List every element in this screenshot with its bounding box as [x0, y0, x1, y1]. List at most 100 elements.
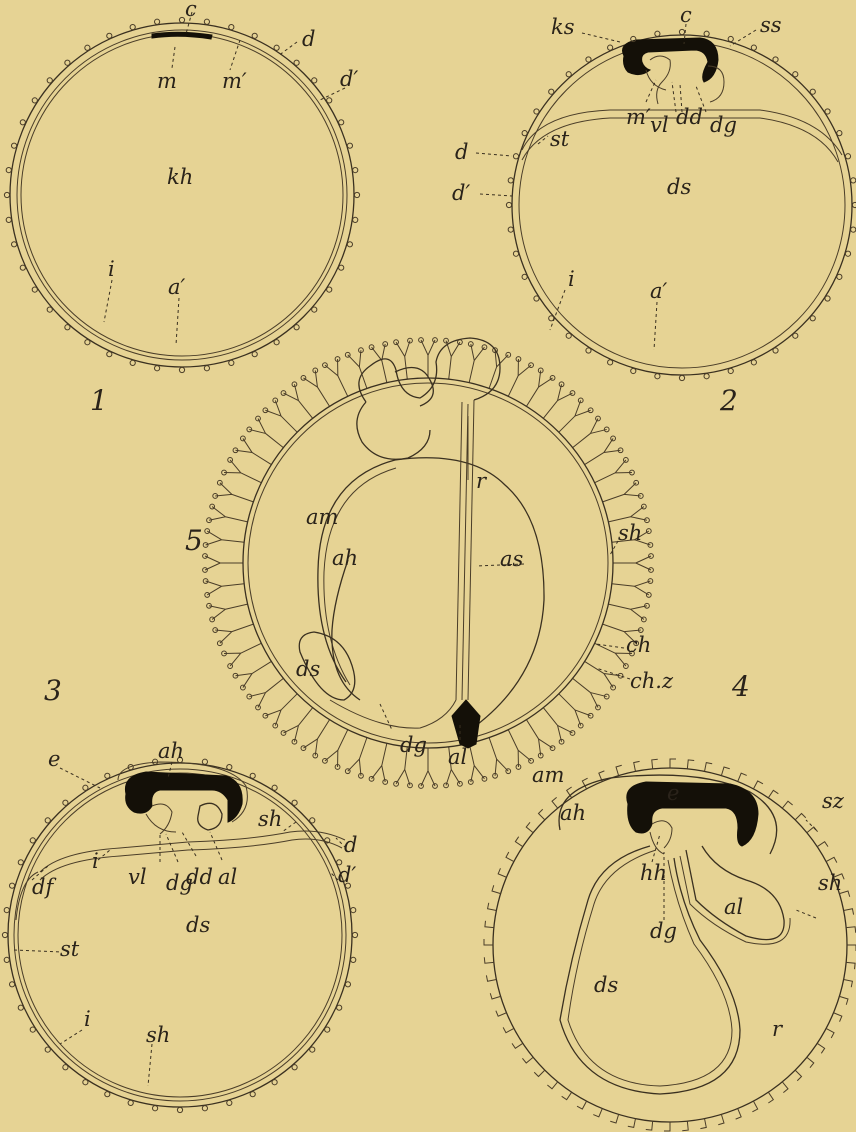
villus	[751, 360, 756, 365]
villus-hook	[490, 993, 500, 999]
villus-hook	[700, 1119, 706, 1129]
villus	[177, 1107, 182, 1112]
villus	[327, 287, 332, 292]
figure-3: ah e sh d d′ i df vl dg dd al ds st i sh…	[2, 674, 357, 1113]
villus-hook	[795, 813, 806, 819]
figure-3-leaders	[14, 762, 346, 1086]
figure-2-label-m-prime: m′	[626, 105, 651, 129]
figure-3-label-sh-bottom: sh	[146, 1023, 170, 1047]
villus-branch	[215, 624, 253, 643]
villus-branch	[559, 694, 591, 726]
figure-1-label-a-prime: a′	[168, 275, 186, 299]
villus	[825, 296, 830, 301]
villus-hook	[752, 1101, 757, 1112]
villus-hook	[753, 781, 763, 789]
villus-branch	[283, 384, 312, 418]
villus-branch	[325, 359, 348, 396]
villus-branch	[348, 738, 367, 776]
villus-hook	[484, 957, 494, 963]
villus	[773, 57, 778, 62]
villus	[6, 217, 11, 222]
villus	[105, 1092, 110, 1097]
villus-branch	[209, 507, 248, 522]
villus	[810, 316, 815, 321]
villus	[513, 154, 518, 159]
villus-branch	[303, 370, 329, 406]
villus-hook	[826, 857, 837, 862]
villus	[204, 19, 209, 24]
figure-5-label-dg: dg	[400, 733, 427, 757]
figure-1-number: 1	[90, 384, 108, 417]
villus	[586, 348, 591, 353]
villus	[9, 883, 14, 888]
villus	[655, 31, 660, 36]
figure-5-chorion-villi	[203, 338, 654, 789]
figure-4-label-am: am	[532, 763, 564, 787]
villus	[47, 307, 52, 312]
villus	[534, 296, 539, 301]
figure-3-outline	[2, 757, 357, 1112]
villus-branch	[265, 694, 297, 726]
figure-4-label-dg: dg	[650, 919, 677, 943]
villus	[655, 374, 660, 379]
villus	[30, 838, 35, 843]
villus-branch	[613, 556, 651, 570]
villus	[128, 1100, 133, 1105]
villus	[508, 178, 513, 183]
villus-hook	[705, 763, 713, 772]
figure-1-label-i: i	[108, 257, 115, 281]
figure-5-label-ds: ds	[296, 657, 320, 681]
villus-branch	[543, 384, 572, 418]
villus-hook	[718, 1114, 724, 1124]
villus	[793, 333, 798, 338]
villus	[534, 109, 539, 114]
villus-branch	[249, 418, 283, 447]
figure-3-label-d-prime: d′	[338, 863, 356, 887]
figure-4-villi	[484, 759, 856, 1131]
villus	[11, 143, 16, 148]
villus-hook	[616, 765, 622, 775]
villus-hook	[834, 1013, 842, 1022]
villus-hook	[526, 822, 533, 832]
villus	[345, 982, 350, 987]
villus-branch	[559, 400, 591, 432]
figure-2-label-st: st	[550, 127, 570, 151]
figure-3-label-ah: ah	[158, 739, 184, 763]
villus-hook	[646, 1121, 653, 1130]
villus	[337, 1005, 342, 1010]
villus	[522, 131, 527, 136]
figure-1: c d d′ m m′ kh i a′ 1	[4, 0, 359, 417]
villus	[352, 932, 357, 937]
villus	[825, 109, 830, 114]
villus-hook	[768, 1092, 773, 1103]
villus	[45, 1047, 50, 1052]
villus	[2, 932, 7, 937]
villus-hook	[847, 945, 856, 951]
villus	[45, 818, 50, 823]
figure-2-label-c: c	[680, 3, 692, 27]
villus-branch	[469, 344, 484, 383]
villus-hook	[492, 885, 501, 893]
villus-hook	[782, 1082, 788, 1093]
figure-1-label-c: c	[185, 0, 197, 21]
villus-branch	[573, 418, 607, 447]
villus	[227, 1100, 232, 1105]
villus	[83, 785, 88, 790]
villus-hook	[782, 801, 792, 808]
villus	[130, 360, 135, 365]
villus	[105, 773, 110, 778]
villus	[47, 78, 52, 83]
figure-4-label-ah: ah	[560, 801, 586, 825]
villus	[751, 45, 756, 50]
figure-3-label-vl: vl	[128, 865, 147, 889]
villus	[353, 217, 358, 222]
villus-hook	[721, 767, 729, 776]
figure-1-label-m-prime: m′	[222, 69, 247, 93]
figure-4-label-sh: sh	[818, 871, 842, 895]
figure-5-label-am: am	[306, 505, 338, 529]
figure-2-label-i: i	[568, 267, 575, 291]
villus	[310, 1047, 315, 1052]
villus	[793, 72, 798, 77]
villus	[351, 907, 356, 912]
villus	[347, 242, 352, 247]
